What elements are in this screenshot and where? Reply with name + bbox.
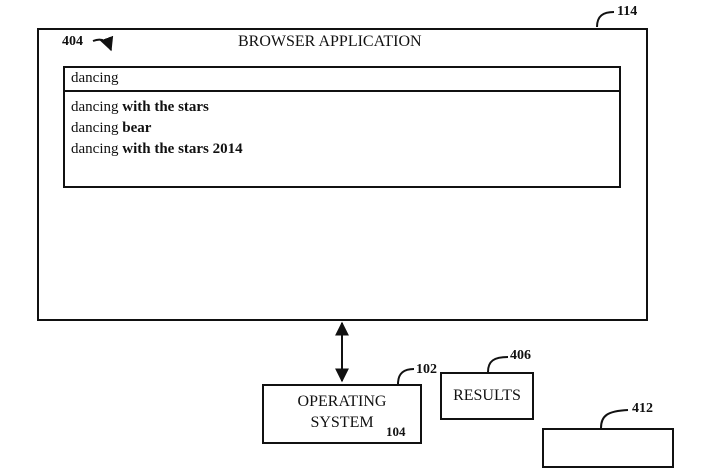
- suggestion-prefix: dancing: [71, 141, 119, 157]
- suggestion-completion: with the stars 2014: [122, 141, 243, 157]
- suggestion-item[interactable]: dancing with the stars: [71, 97, 243, 118]
- suggestion-dropdown: dancing with the stars dancing bear danc…: [63, 90, 621, 188]
- suggestion-prefix: dancing: [71, 120, 119, 136]
- results-label: RESULTS: [453, 387, 521, 404]
- ref-406: 406: [510, 348, 531, 363]
- suggestion-completion: bear: [122, 120, 152, 136]
- suggestion-completion: with the stars: [122, 99, 209, 115]
- search-query-text: dancing: [71, 70, 119, 86]
- suggestion-item[interactable]: dancing with the stars 2014: [71, 139, 243, 160]
- ref-406-leader: [487, 356, 509, 373]
- operating-system-line2: SYSTEM: [310, 414, 374, 431]
- ref-104: 104: [386, 424, 406, 439]
- ref-102: 102: [416, 362, 437, 377]
- suggestion-item[interactable]: dancing bear: [71, 118, 243, 139]
- ref-404: 404: [62, 34, 83, 49]
- ref-114: 114: [617, 4, 638, 19]
- suggestion-prefix: dancing: [71, 99, 119, 115]
- browser-application-title: BROWSER APPLICATION: [238, 33, 422, 50]
- results-box: RESULTS: [440, 372, 534, 420]
- search-input[interactable]: dancing: [63, 66, 621, 92]
- ref-412: 412: [632, 401, 653, 416]
- ref-114-leader: [596, 11, 615, 28]
- operating-system-line1: OPERATING: [297, 393, 387, 410]
- ref-412-leader: [600, 409, 629, 429]
- right-partial-box: [542, 428, 674, 468]
- ref-102-leader: [397, 368, 415, 385]
